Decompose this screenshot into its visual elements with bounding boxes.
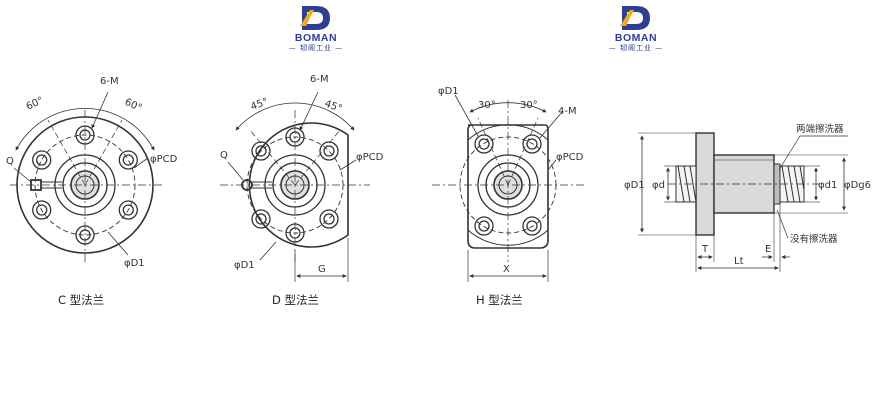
c-pcd-label: φPCD: [150, 154, 178, 165]
side-d1-outer-label: φD1: [624, 180, 645, 191]
side-e-label: E: [765, 244, 771, 255]
c-d1-label: φD1: [124, 258, 145, 269]
brand-logo-right: BOMAN — 韧阁工业 —: [596, 4, 676, 52]
brand-subtitle: — 韧阁工业 —: [608, 44, 664, 52]
h-d1-label: φD1: [438, 86, 459, 97]
brand-subtitle: — 韧阁工业 —: [288, 44, 344, 52]
side-t-label: T: [701, 244, 709, 255]
d-pcd-label: φPCD: [356, 152, 384, 163]
c-six-m-label: 6-M: [100, 76, 119, 87]
d-q-label: Q: [220, 150, 228, 161]
side-d1-thread-label: φd1: [818, 180, 837, 191]
side-lt-label: Lt: [734, 256, 744, 267]
h-four-m-label: 4-M: [558, 106, 577, 117]
d-g-label: G: [318, 264, 326, 275]
side-no-wiper-label: 没有擦洗器: [790, 233, 838, 245]
brand-logo-mark: [300, 6, 330, 30]
brand-logo-mark: [620, 6, 650, 30]
h-type-caption: H 型法兰: [476, 293, 523, 307]
c-type-flange: [10, 91, 162, 262]
h-angle-right-label: 30°: [520, 100, 538, 111]
brand-name: BOMAN: [294, 32, 338, 44]
h-x-label: X: [503, 264, 510, 275]
side-d-small-label: φd: [652, 180, 665, 191]
d-angle-left-label: 45°: [249, 96, 269, 112]
h-type-flange: [432, 94, 585, 282]
side-dg6-label: φDg6: [844, 180, 871, 191]
d-angle-right-label: 45°: [323, 98, 343, 114]
c-angle-right-label: 60°: [123, 97, 144, 114]
brand-logo-left: BOMAN — 韧阁工业 —: [276, 4, 356, 52]
d-six-m-label: 6-M: [310, 74, 329, 85]
side-view: [638, 132, 848, 272]
side-wiper-both-label: 两端擦洗器: [796, 123, 844, 135]
d-d1-label: φD1: [234, 260, 255, 271]
h-pcd-label: φPCD: [556, 152, 584, 163]
brand-name: BOMAN: [614, 32, 658, 44]
h-angle-left-label: 30°: [478, 100, 496, 111]
c-type-caption: C 型法兰: [58, 293, 105, 307]
c-angle-left-label: 60°: [25, 95, 46, 112]
c-q-label: Q: [6, 156, 14, 167]
d-type-caption: D 型法兰: [272, 293, 320, 307]
d-type-flange: [220, 91, 370, 282]
